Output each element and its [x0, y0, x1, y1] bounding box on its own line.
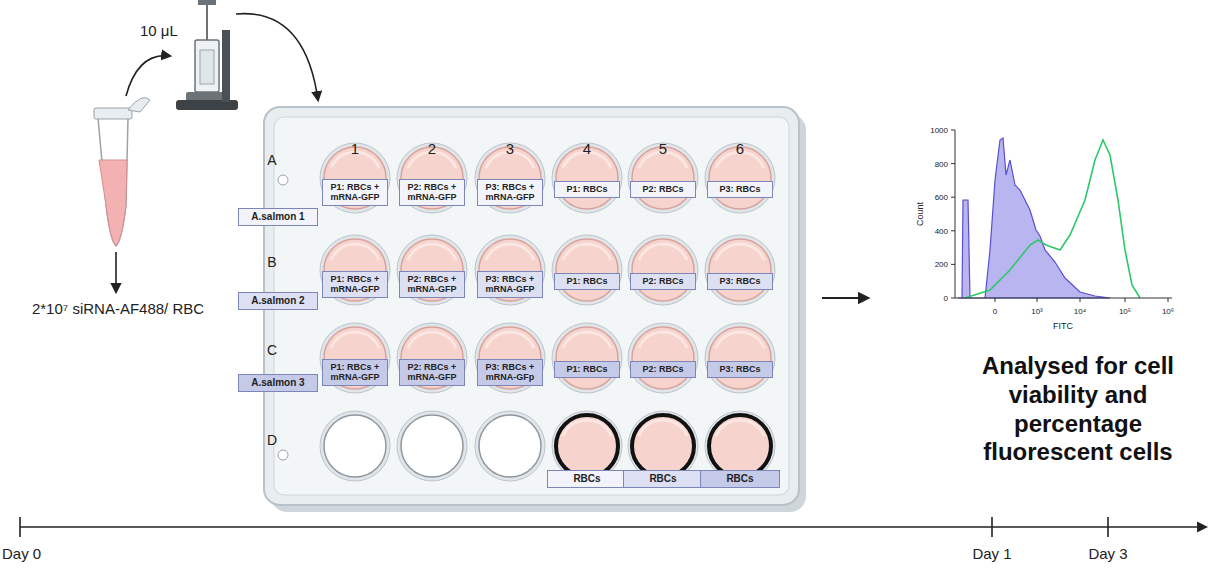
label-text: P2: RBCs	[633, 184, 693, 194]
axis-label: 200	[935, 260, 948, 269]
timeline	[20, 517, 1206, 537]
well-label: P2: RBCs + mRNA-GFP	[399, 271, 465, 298]
label-text: P2: RBCs	[633, 364, 693, 374]
well-label: P1: RBCs + mRNA-GFP	[322, 359, 388, 386]
histogram	[951, 130, 1172, 302]
label-text: P1: RBCs + mRNA-GFP	[325, 274, 385, 294]
axis-label: 400	[935, 226, 948, 235]
axis-label: Count	[915, 202, 925, 226]
curved-arrow	[126, 56, 170, 96]
well-plate	[264, 107, 806, 512]
well-label: RBCs	[623, 470, 703, 488]
label-text: P2: RBCs + mRNA-GFP	[402, 182, 462, 202]
note: 2*10⁷ siRNA-AF488/ RBC	[32, 300, 204, 317]
well-label: P2: RBCs	[630, 181, 696, 198]
sample-label: A.salmon 2	[238, 292, 318, 310]
label-text: A.salmon 1	[241, 211, 315, 222]
well-label: P3: RBCs	[707, 361, 773, 378]
label-text: P3: RBCs + mRNA-GFP	[480, 274, 540, 294]
label-text: A.salmon 3	[241, 377, 315, 388]
axis-label: 0	[944, 294, 948, 303]
label-text: RBCs	[550, 473, 624, 484]
well-label: P3: RBCs + mRNA-GFP	[477, 179, 543, 206]
axis-label: 800	[935, 159, 948, 168]
label-text: P3: RBCs	[710, 364, 770, 374]
axis-label: 10⁶	[1162, 307, 1174, 316]
label-text: RBCs	[626, 473, 700, 484]
plate-label: 10 μL	[140, 22, 178, 39]
well-label: P1: RBCs	[554, 181, 620, 198]
well-label: P2: RBCs	[630, 273, 696, 290]
sample-label: A.salmon 1	[238, 208, 318, 226]
label-text: P3: RBCs	[710, 184, 770, 194]
well-label: P3: RBCs + mRNA-GFP	[477, 271, 543, 298]
well-label: RBCs	[547, 470, 627, 488]
plate-label: A	[267, 152, 276, 168]
plate-label: D	[267, 432, 277, 448]
well-label: P1: RBCs + mRNA-GFP	[322, 271, 388, 298]
well-label: P2: RBCs + mRNA-GFP	[399, 359, 465, 386]
plate-label: 4	[583, 140, 591, 157]
tube	[94, 98, 150, 246]
sample-label: A.salmon 3	[238, 374, 318, 392]
axis-label: FITC	[1053, 321, 1073, 331]
label-text: A.salmon 2	[241, 295, 315, 306]
well-label: P1: RBCs + mRNA-GFP	[322, 179, 388, 206]
label-text: P1: RBCs + mRNA-GFP	[325, 182, 385, 202]
axis-label: 10⁴	[1074, 307, 1086, 316]
label-text: P2: RBCs + mRNA-GFP	[402, 362, 462, 382]
label-text: RBCs	[703, 473, 777, 484]
timeline-label: Day 1	[972, 545, 1011, 562]
axis-label: 10³	[1031, 307, 1043, 316]
label-text: P1: RBCs	[557, 276, 617, 286]
plate-label: 2	[428, 140, 436, 157]
plate-label: 3	[506, 140, 514, 157]
syringe-pump	[176, 0, 238, 110]
label-text: P3: RBCs + mRNA-GFp	[480, 362, 540, 382]
axis-label: 10⁵	[1119, 307, 1131, 316]
curved-arrow	[236, 14, 318, 100]
plate-label: C	[267, 342, 277, 358]
well-label: P2: RBCs	[630, 361, 696, 378]
well-label: P3: RBCs	[707, 273, 773, 290]
well-label: P3: RBCs	[707, 181, 773, 198]
label-text: P3: RBCs	[710, 276, 770, 286]
label-text: P1: RBCs	[557, 364, 617, 374]
well-label: P1: RBCs	[554, 361, 620, 378]
caption-text: Analysed for cell viability and percenta…	[963, 352, 1193, 467]
label-text: P1: RBCs	[557, 184, 617, 194]
axis-label: 1000	[930, 126, 948, 135]
down-arrow	[115, 252, 117, 292]
axis-label: 600	[935, 193, 948, 202]
label-text: P2: RBCs	[633, 276, 693, 286]
timeline-label: Day 3	[1088, 545, 1127, 562]
plate-label: 1	[351, 140, 359, 157]
well-label: P3: RBCs + mRNA-GFp	[477, 359, 543, 386]
flow-arrow	[822, 297, 868, 299]
label-text: P2: RBCs + mRNA-GFP	[402, 274, 462, 294]
label-text: P1: RBCs + mRNA-GFP	[325, 362, 385, 382]
axis-label: 0	[993, 307, 997, 316]
plate-label: B	[267, 254, 276, 270]
label-text: P3: RBCs + mRNA-GFP	[480, 182, 540, 202]
well-label: P2: RBCs + mRNA-GFP	[399, 179, 465, 206]
well-label: RBCs	[700, 470, 780, 488]
well-label: P1: RBCs	[554, 273, 620, 290]
plate-label: 5	[659, 140, 667, 157]
timeline-label: Day 0	[2, 545, 41, 562]
plate-label: 6	[736, 140, 744, 157]
